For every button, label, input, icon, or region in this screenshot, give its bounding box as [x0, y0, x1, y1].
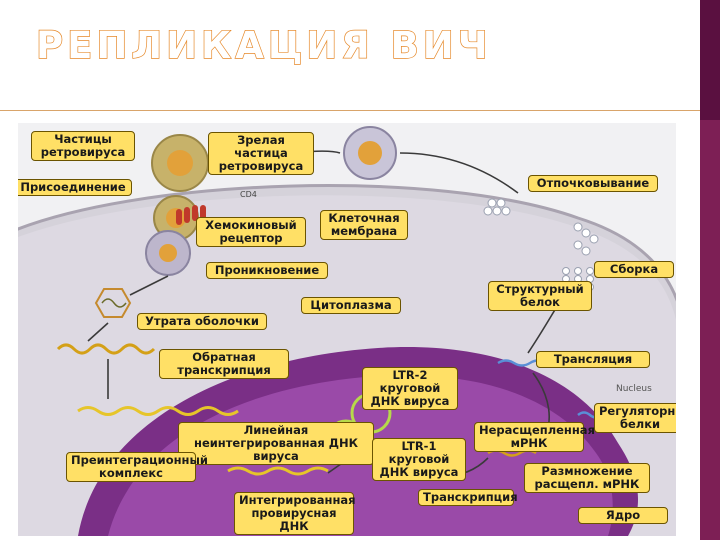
- label-structural-protein: Структурный белок: [488, 281, 592, 311]
- label-budding: Отпочковывание: [528, 175, 658, 192]
- label-preintegration-complex: Преинтеграционный комплекс: [66, 452, 208, 482]
- side-accent-bar: [700, 0, 720, 540]
- mature-virus-particle: [343, 126, 397, 180]
- cd4-label: CD4: [240, 190, 257, 199]
- label-attachment: Присоединение: [18, 179, 132, 196]
- label-cell-membrane: Клеточная мембрана: [320, 210, 408, 240]
- label-spliced-mrna-multiplication: Размножение расщепл. мРНК: [524, 463, 650, 493]
- label-penetration: Проникновение: [206, 262, 328, 279]
- label-cytoplasm: Цитоплазма: [301, 297, 401, 314]
- label-assembly: Сборка: [594, 261, 674, 278]
- label-mature-particle: Зрелая частица ретровируса: [208, 132, 314, 175]
- integrated-dna-strand: [227, 466, 329, 476]
- viral-rna-strand: [56, 343, 156, 355]
- label-reverse-transcription: Обратная транскрипция: [159, 349, 289, 379]
- side-accent-bar-top: [700, 0, 720, 120]
- budding-particles: [483, 198, 599, 256]
- hiv-replication-diagram: Nucleus CD4: [18, 123, 676, 536]
- label-regulatory-proteins: Регуляторные белки: [594, 403, 676, 433]
- virus-particle-1: [151, 134, 209, 192]
- label-transcription: Транскрипция: [418, 489, 518, 506]
- label-ltr2-circular: LTR-2 круговой ДНК вируса: [362, 367, 458, 410]
- label-ltr1-circular: LTR-1 круговой ДНК вируса: [372, 438, 466, 481]
- label-integrated-provirus: Интегрированная провирусная ДНК: [234, 492, 356, 535]
- label-unspliced-mrna: Нерасщепленная мРНК: [474, 422, 595, 452]
- slide-title: РЕПЛИКАЦИЯ ВИЧ: [35, 23, 492, 67]
- label-translation: Трансляция: [536, 351, 650, 368]
- label-retrovirus-particles: Частицы ретровируса: [31, 131, 135, 161]
- label-chemokine-receptor: Хемокиновый рецептор: [196, 217, 306, 247]
- chemokine-receptor-shape: [176, 205, 206, 225]
- nucleus-corner-label: Nucleus: [616, 384, 652, 394]
- entering-virus: [145, 230, 191, 276]
- label-linear-unintegrated-dna: Линейная неинтегрированная ДНК вируса: [178, 422, 374, 465]
- uncoated-core: [94, 288, 132, 318]
- label-nucleus: Ядро: [578, 507, 668, 524]
- title-divider: [0, 110, 700, 111]
- linear-dna-strand: [77, 406, 239, 416]
- label-uncoating: Утрата оболочки: [137, 313, 267, 330]
